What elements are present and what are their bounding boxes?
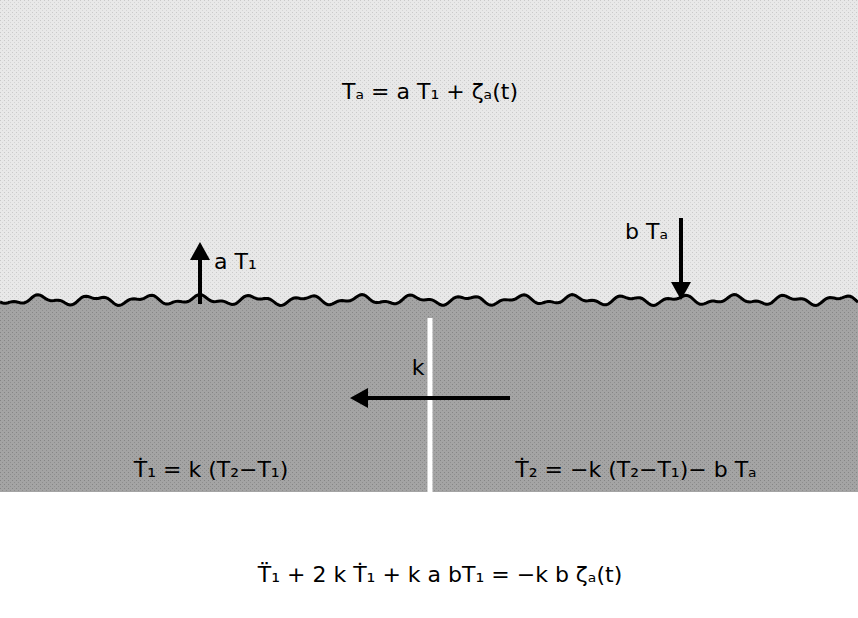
flux-arrow xyxy=(198,252,202,304)
flux-label: a T₁ xyxy=(214,249,257,275)
atmosphere-fill xyxy=(0,0,858,305)
atmosphere-region: Tₐ = a T₁ + ζₐ(t) xyxy=(0,0,858,300)
flux-arrow xyxy=(679,218,683,290)
ocean-box: Ṫ₂ = −k (T₂−T₁)− b Tₐ xyxy=(432,300,858,492)
flux-label: b Tₐ xyxy=(625,219,668,245)
sea-surface-wave xyxy=(0,295,858,306)
equation-text: Ṫ₁ = k (T₂−T₁) xyxy=(134,457,289,483)
equation-text: Tₐ = a T₁ + ζₐ(t) xyxy=(342,79,518,105)
ocean-divider xyxy=(428,318,433,492)
equation-text: Ṫ₂ = −k (T₂−T₁)− b Tₐ xyxy=(515,457,756,483)
ocean-fill xyxy=(0,295,858,492)
governing-equation: T̈₁ + 2 k Ṫ₁ + k a bT₁ = −k b ζₐ(t) xyxy=(258,562,622,588)
ocean-box: Ṫ₁ = k (T₂−T₁) xyxy=(0,300,428,492)
flux-label: k xyxy=(412,355,425,381)
flux-arrow xyxy=(360,396,510,400)
